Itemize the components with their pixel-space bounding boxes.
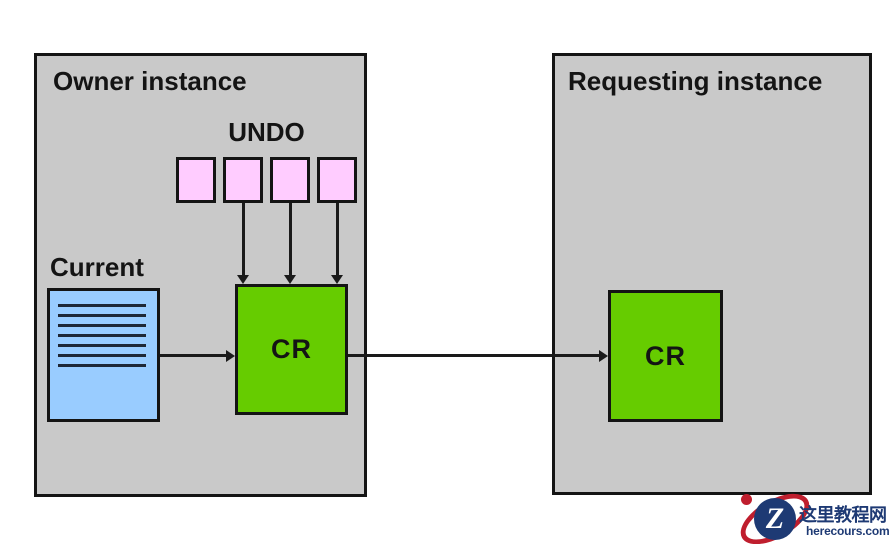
- data-row-line: [58, 334, 146, 337]
- undo-to-cr-arrowhead: [331, 275, 343, 284]
- undo-to-cr-arrowhead: [284, 275, 296, 284]
- data-row-line: [58, 344, 146, 347]
- current-to-cr-arrowhead: [226, 350, 235, 362]
- owner-instance-title: Owner instance: [53, 66, 247, 96]
- undo-to-cr-arrow-line: [336, 203, 339, 277]
- cr-block-requesting: CR: [608, 290, 723, 422]
- data-row-line: [58, 304, 146, 307]
- cr-transfer-arrowhead: [599, 350, 608, 362]
- undo-to-cr-arrow-line: [242, 203, 245, 277]
- watermark-site-domain: herecours.com: [806, 524, 889, 538]
- undo-block: [223, 157, 263, 203]
- data-row-line: [58, 354, 146, 357]
- undo-block: [270, 157, 310, 203]
- undo-label: UNDO: [228, 117, 305, 147]
- watermark-logo-icon: Z: [754, 498, 796, 540]
- current-to-cr-arrow-line: [160, 354, 227, 357]
- watermark-orbit-dot-icon: [741, 494, 752, 505]
- requesting-instance-box: Requesting instance CR: [552, 53, 872, 495]
- current-label: Current: [50, 252, 144, 282]
- undo-to-cr-arrow-line: [289, 203, 292, 277]
- owner-instance-box: Owner instance UNDO Current CR: [34, 53, 367, 497]
- undo-block: [176, 157, 216, 203]
- cr-block-owner: CR: [235, 284, 348, 415]
- cr-transfer-arrow-line: [348, 354, 602, 357]
- requesting-instance-title: Requesting instance: [568, 66, 823, 96]
- undo-block: [317, 157, 357, 203]
- current-block: [47, 288, 160, 422]
- watermark-site-name: 这里教程网: [799, 505, 887, 525]
- data-row-line: [58, 314, 146, 317]
- data-row-line: [58, 364, 146, 367]
- data-row-line: [58, 324, 146, 327]
- undo-to-cr-arrowhead: [237, 275, 249, 284]
